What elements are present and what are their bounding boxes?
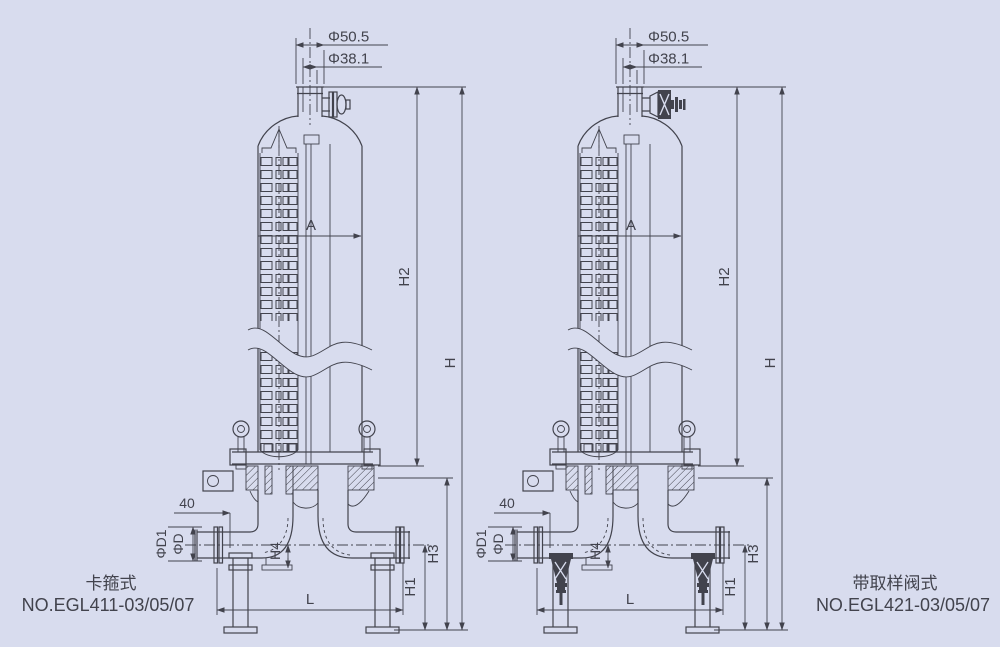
right-unit-model-label: NO.EGL421-03/05/07 (816, 595, 990, 615)
right-unit-type-label: 带取样阀式 (853, 574, 938, 593)
leg-sampling-valve-right (691, 553, 715, 605)
left-vessel-clamp-fittings (228, 91, 395, 571)
right-vessel-sampling-valves (549, 90, 715, 605)
neck-clamp-cap (322, 91, 351, 118)
neck-sampling-valve (642, 90, 686, 119)
leg-sampling-valve-left (549, 553, 573, 605)
leg-clamp-collars (228, 552, 395, 571)
left-unit-type-label: 卡箍式 (86, 574, 137, 593)
left-unit-model-label: NO.EGL411-03/05/07 (22, 595, 195, 615)
